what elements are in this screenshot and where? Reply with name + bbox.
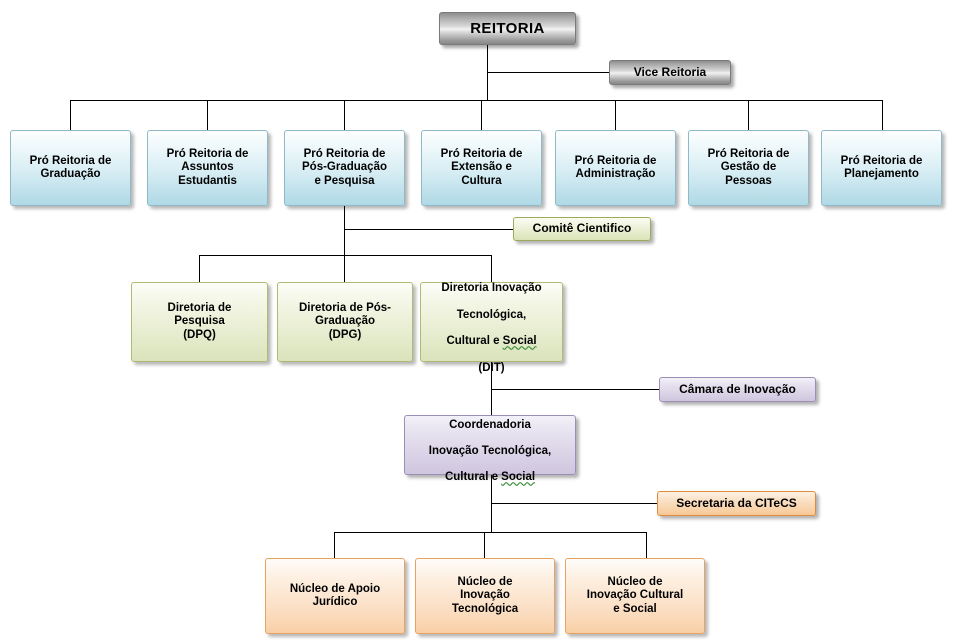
connector-drop-pro-2: [207, 100, 208, 130]
node-comite-cientifico[interactable]: Comitê Cientifico: [513, 217, 651, 241]
connector-to-comite: [344, 229, 513, 230]
node-pro-reitoria-assuntos-estudantis-label: Pró Reitoria de Assuntos Estudantis: [166, 148, 249, 187]
node-diretoria-pos-graduacao-label: Diretoria de Pós- Graduação (DPG): [298, 302, 392, 341]
node-comite-cientifico-label: Comitê Cientifico: [532, 221, 632, 236]
connector-root-to-vice: [487, 72, 609, 73]
connector-to-camara: [491, 389, 659, 390]
node-camara-inovacao-label: Câmara de Inovação: [679, 381, 796, 396]
connector-drop-dir-3: [491, 255, 492, 282]
node-pro-reitoria-assuntos-estudantis[interactable]: Pró Reitoria de Assuntos Estudantis: [147, 130, 268, 206]
node-diretoria-inovacao-tecnologica-dit-label: Diretoria Inovação Tecnológica, Cultural…: [437, 269, 545, 375]
coord-line-3-prefix: Cultural e: [444, 471, 502, 484]
node-diretoria-inovacao-tecnologica-dit[interactable]: Diretoria Inovação Tecnológica, Cultural…: [420, 282, 563, 374]
connector-proreitoria-bus: [70, 100, 882, 101]
connector-drop-pro-3: [344, 100, 345, 130]
dit-line-3-prefix: Cultural e: [446, 335, 503, 348]
node-reitoria-label: REITORIA: [470, 19, 545, 37]
connector-drop-pro-5: [615, 100, 616, 130]
connector-drop-dir-2: [344, 255, 345, 282]
node-vice-reitoria[interactable]: Vice Reitoria: [609, 60, 731, 85]
node-pro-reitoria-administracao[interactable]: Pró Reitoria de Administração: [555, 130, 676, 206]
dit-line-2: Tecnológica,: [456, 308, 527, 321]
node-secretaria-citecs-label: Secretaria da CITeCS: [676, 495, 797, 510]
connector-diretoria-bus: [199, 255, 492, 256]
node-pro-reitoria-planejamento-label: Pró Reitoria de Planejamento: [840, 154, 923, 180]
node-nucleo-inovacao-cultural-social-label: Núcleo de Inovação Cultural e Social: [586, 576, 684, 615]
node-pro-reitoria-gestao-pessoas-label: Pró Reitoria de Gestão de Pessoas: [707, 148, 790, 187]
connector-drop-nucleo-1: [334, 532, 335, 558]
dit-line-1: Diretoria Inovação: [441, 282, 542, 295]
node-pro-reitoria-gestao-pessoas[interactable]: Pró Reitoria de Gestão de Pessoas: [688, 130, 809, 206]
connector-drop-pro-4: [481, 100, 482, 130]
node-pro-reitoria-planejamento[interactable]: Pró Reitoria de Planejamento: [821, 130, 942, 206]
connector-drop-pro-6: [748, 100, 749, 130]
connector-stem-posgrad: [344, 206, 345, 282]
node-pro-reitoria-graduacao-label: Pró Reitoria de Graduação: [29, 154, 112, 180]
node-pro-reitoria-graduacao[interactable]: Pró Reitoria de Graduação: [10, 130, 131, 206]
coord-line-1: Coordenadoria: [449, 418, 531, 431]
node-nucleo-apoio-juridico-label: Núcleo de Apoio Jurídico: [289, 582, 381, 608]
node-reitoria[interactable]: REITORIA: [439, 12, 576, 45]
connector-drop-pro-1: [70, 100, 71, 130]
dit-line-3-misspelled-word: Social: [502, 335, 537, 348]
coord-line-2: Inovação Tecnológica,: [428, 445, 552, 457]
node-nucleo-inovacao-tecnologica[interactable]: Núcleo de Inovação Tecnológica: [415, 558, 555, 634]
node-nucleo-inovacao-cultural-social[interactable]: Núcleo de Inovação Cultural e Social: [565, 558, 705, 634]
node-pro-reitoria-extensao-cultura-label: Pró Reitoria de Extensão e Cultura: [440, 148, 523, 187]
connector-drop-pro-7: [882, 100, 883, 130]
node-pro-reitoria-pos-graduacao-pesquisa-label: Pró Reitoria de Pós-Graduação e Pesquisa: [302, 148, 387, 187]
node-diretoria-pesquisa-label: Diretoria de Pesquisa (DPQ): [167, 302, 232, 341]
connector-drop-nucleo-3: [646, 532, 647, 558]
connector-nucleo-bus: [334, 532, 646, 533]
node-secretaria-citecs[interactable]: Secretaria da CITeCS: [657, 491, 816, 516]
connector-drop-nucleo-2: [484, 532, 485, 558]
node-coordenadoria-citecs[interactable]: Coordenadoria Inovação Tecnológica, Cult…: [404, 415, 576, 483]
connector-drop-dir-1: [199, 255, 200, 282]
node-vice-reitoria-label: Vice Reitoria: [633, 64, 707, 79]
node-nucleo-apoio-juridico[interactable]: Núcleo de Apoio Jurídico: [265, 558, 405, 634]
node-pro-reitoria-pos-graduacao-pesquisa[interactable]: Pró Reitoria de Pós-Graduação e Pesquisa: [284, 130, 405, 206]
node-diretoria-pos-graduacao[interactable]: Diretoria de Pós- Graduação (DPG): [277, 282, 413, 362]
node-coordenadoria-citecs-label: Coordenadoria Inovação Tecnológica, Cult…: [425, 405, 556, 484]
node-diretoria-pesquisa[interactable]: Diretoria de Pesquisa (DPQ): [131, 282, 268, 362]
node-pro-reitoria-administracao-label: Pró Reitoria de Administração: [574, 154, 657, 180]
node-pro-reitoria-extensao-cultura[interactable]: Pró Reitoria de Extensão e Cultura: [421, 130, 542, 206]
connector-to-secretaria: [491, 503, 657, 504]
node-nucleo-inovacao-tecnologica-label: Núcleo de Inovação Tecnológica: [451, 576, 519, 615]
coord-line-3-misspelled-word: Social: [501, 471, 536, 484]
node-camara-inovacao[interactable]: Câmara de Inovação: [659, 377, 816, 402]
